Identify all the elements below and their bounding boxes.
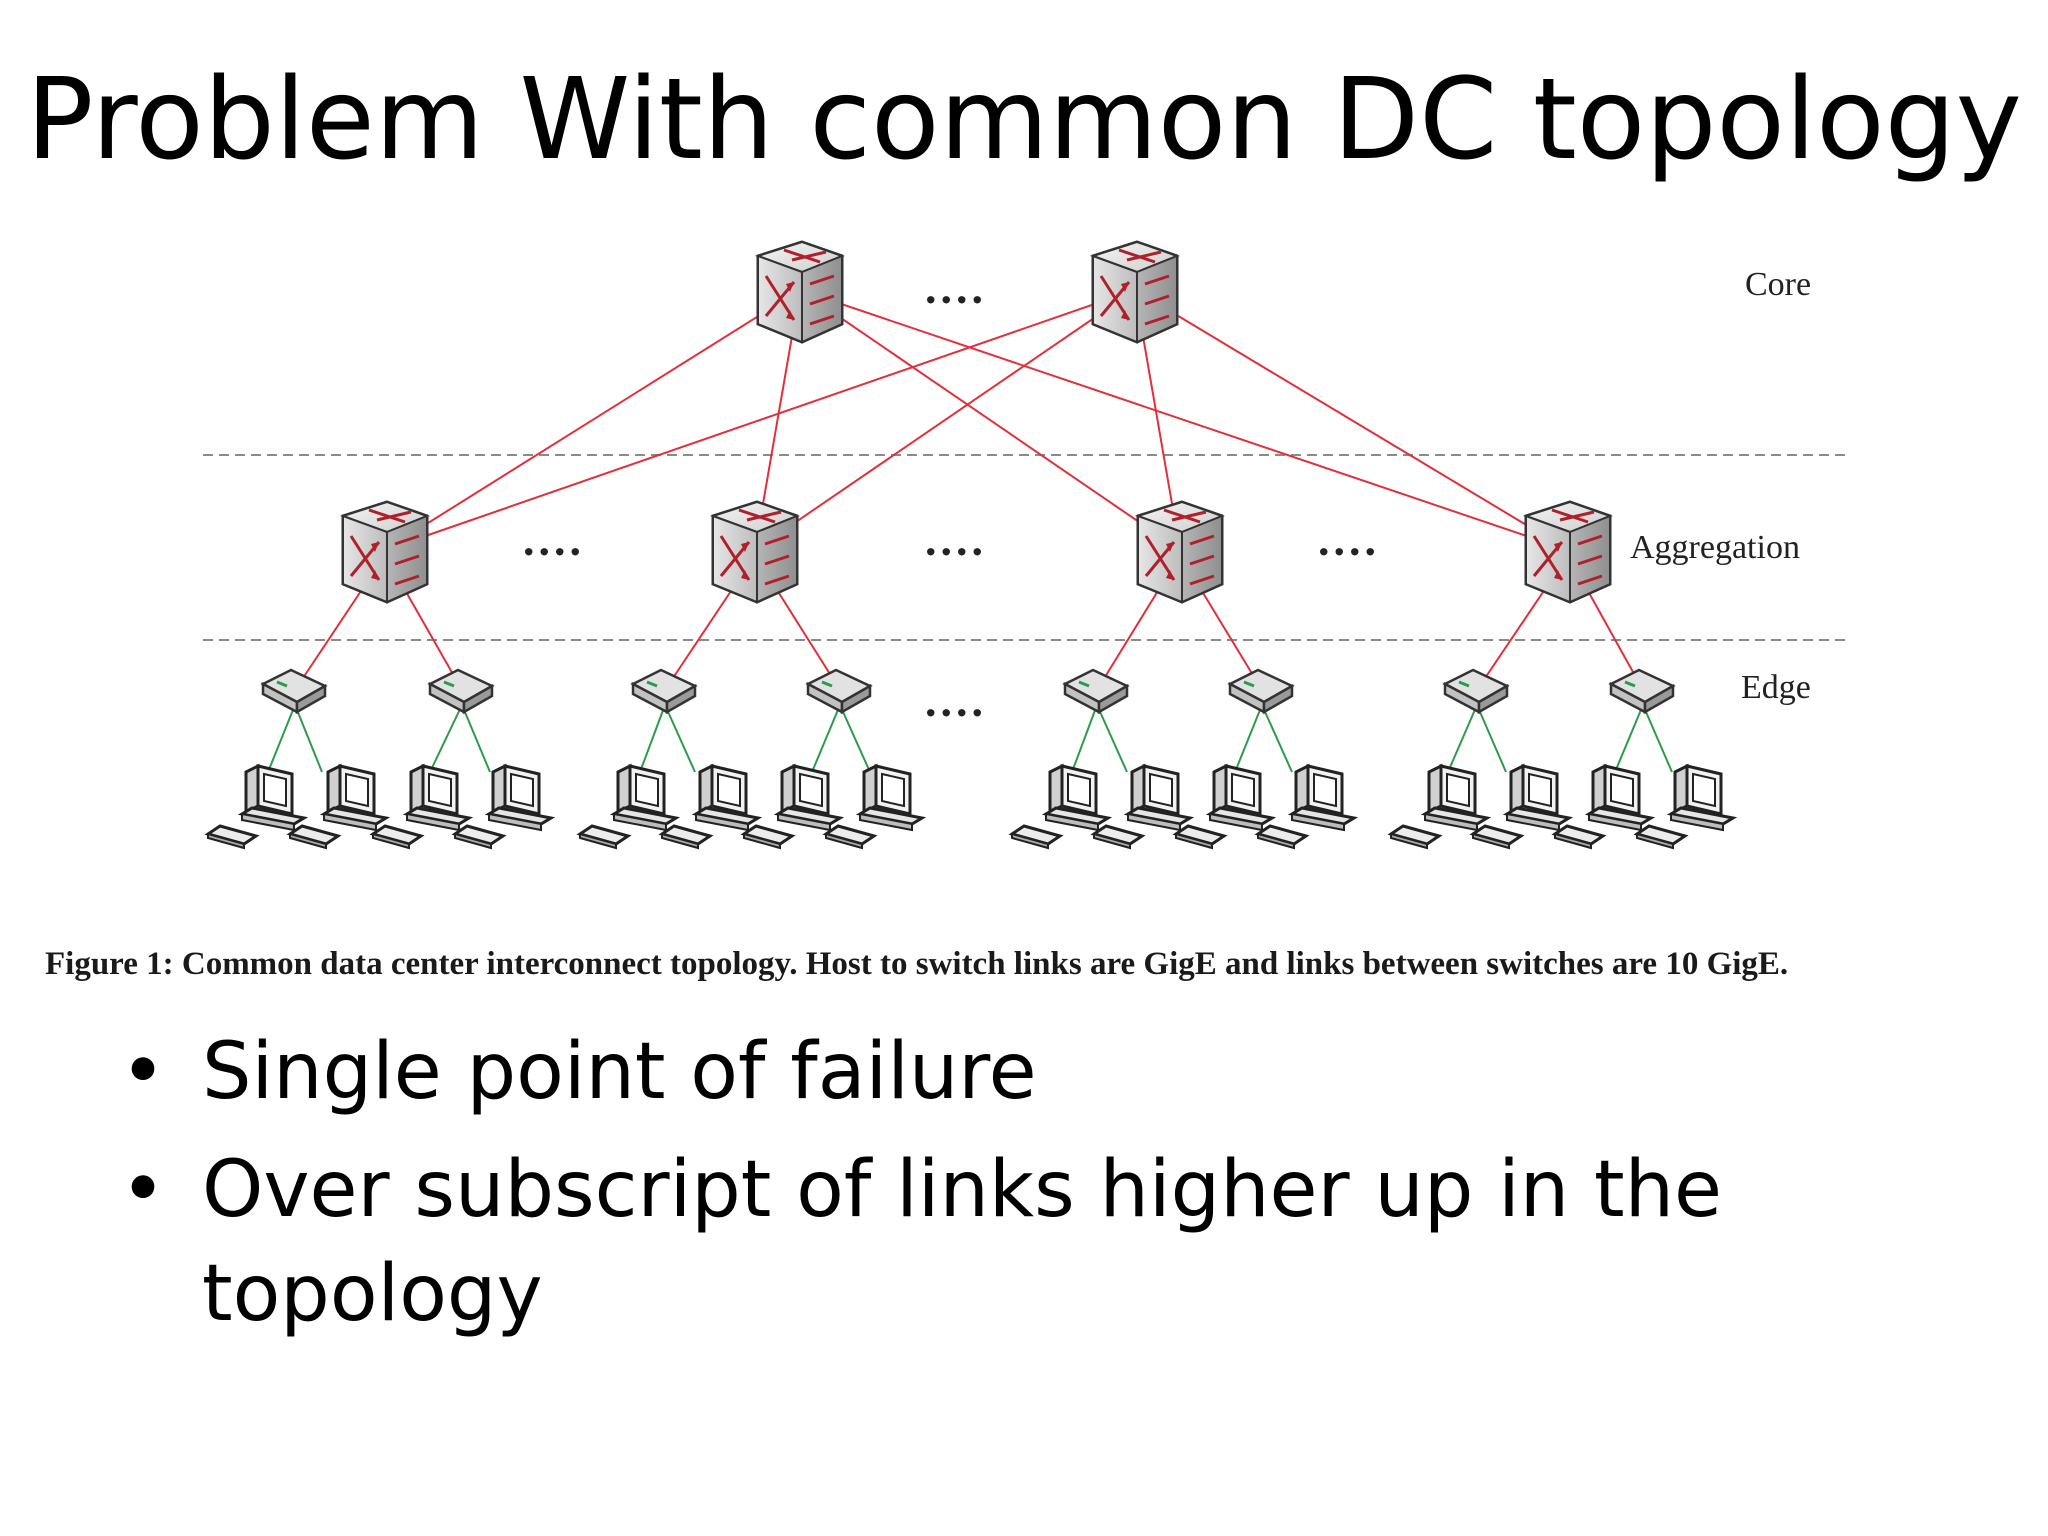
aggregation-layer-label: Aggregation	[1630, 529, 1800, 566]
edge-layer-label: Edge	[1741, 669, 1811, 706]
core-switch-icon	[1091, 240, 1179, 344]
bullet-text: Single point of failure	[202, 1027, 1037, 1117]
edge-switch-icon	[1443, 668, 1509, 714]
edge-switch-icon	[428, 668, 494, 714]
edge-switch-icon	[1228, 668, 1294, 714]
bullet-glyph: •	[120, 1145, 167, 1235]
aggregation-switch-icon	[711, 500, 799, 604]
edge-switch-icon	[261, 668, 327, 714]
core-switch-icon	[756, 240, 844, 344]
aggregation-switch-icon	[1136, 500, 1224, 604]
core-ellipsis: ....	[925, 262, 987, 313]
edge-switch-icon	[1063, 668, 1129, 714]
edge-switch-icon	[631, 668, 697, 714]
bullet-list: • Single point of failure • Over subscri…	[120, 1020, 1940, 1360]
aggregation-switch-icon	[341, 500, 429, 604]
edge-switch-icon	[1609, 668, 1675, 714]
aggregation-ellipsis: ....	[523, 514, 585, 565]
bullet-glyph: •	[120, 1027, 167, 1117]
aggregation-edge-links	[294, 554, 1644, 691]
host-computer-icon	[288, 764, 388, 850]
aggregation-switch-icon	[1524, 500, 1612, 604]
edge-ellipsis: ....	[925, 675, 987, 726]
bullet-item: • Over subscript of links higher up in t…	[120, 1138, 1940, 1346]
host-computer-icon	[824, 764, 924, 850]
core-aggregation-links	[384, 289, 1569, 551]
host-computer-icon	[1635, 764, 1735, 850]
core-layer-label: Core	[1745, 266, 1811, 303]
edge-host-links	[267, 704, 1673, 773]
host-computer-icon	[1256, 764, 1356, 850]
topology-diagram: .... .... .... .... .... Core Aggregatio…	[203, 240, 1845, 850]
bullet-text: Over subscript of links higher up in the…	[202, 1145, 1723, 1339]
bullet-item: • Single point of failure	[120, 1020, 1940, 1124]
slide-title: Problem With common DC topology	[26, 55, 2022, 185]
aggregation-ellipsis: ....	[1318, 514, 1380, 565]
host-computer-icon	[453, 764, 553, 850]
aggregation-ellipsis: ....	[925, 514, 987, 565]
figure-caption: Figure 1: Common data center interconnec…	[45, 946, 1789, 982]
edge-switch-icon	[806, 668, 872, 714]
